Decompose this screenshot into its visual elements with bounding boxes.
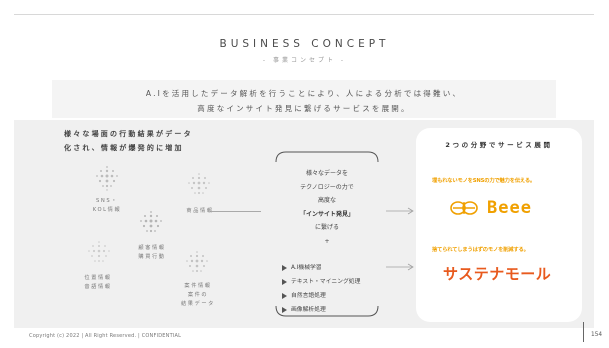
left-heading-line-1: 様々な場面の行動結果がデータ: [64, 130, 193, 138]
dot-cluster-customer-icon: [136, 208, 166, 238]
services-card: [416, 128, 582, 322]
center-list-item: A.I機械学習: [282, 261, 382, 275]
dot-cluster-sns-icon: [92, 163, 122, 193]
beee-caption: 埋もれないモノをSNSの力で魅力を伝える。: [432, 178, 536, 184]
left-heading-line-2: 化され、情報が爆発的に増加: [64, 144, 184, 152]
lead-text: A.Iを活用したデータ解析を行うことにより、人による分析では得難い、 高度なイン…: [52, 86, 556, 116]
center-list-item-label: A.I機械学習: [291, 265, 322, 271]
services-heading: 2つの分野でサービス展開: [445, 141, 553, 149]
label-sns: SNS・ KOL情報: [79, 197, 135, 215]
lead-line-2: 高度なインサイト発見に繋げるサービスを展開。: [197, 104, 411, 113]
beee-logo-text: Beee: [487, 198, 532, 218]
lead-line-1: A.Iを活用したデータ解析を行うことにより、人による分析では得難い、: [145, 89, 463, 98]
product-arrow: [211, 211, 261, 212]
center-list-item: 画像解析処理: [282, 303, 382, 317]
center-process-box: 様々なデータを テクノロジーの力で 高度な 「インサイト発見」 に繋げる + A…: [274, 149, 380, 319]
dot-cluster-location-icon: [84, 238, 114, 268]
label-location: 位置情報 音語情報: [73, 274, 123, 292]
label-product: 商品情報: [178, 207, 222, 216]
label-customer-line-1: 顧客情報: [138, 245, 166, 251]
center-line-4: 「インサイト発見」: [299, 210, 354, 218]
arrow-right-icon: [386, 263, 414, 271]
center-line-5: に繋げる: [314, 224, 339, 231]
center-list: A.I機械学習 テキスト・マイニング処理 自然言語処理 画像解析処理: [282, 261, 382, 317]
page-number: 154: [591, 332, 603, 338]
sustena-caption: 捨てられてしまうはずのモノを削減する。: [432, 247, 529, 253]
center-list-item-label: 画像解析処理: [291, 307, 326, 313]
bottom-brace-icon: [275, 305, 379, 317]
label-location-line-1: 位置情報: [84, 275, 112, 281]
center-list-item: テキスト・マイニング処理: [282, 275, 382, 289]
dot-cluster-project-icon: [182, 248, 212, 278]
page-number-bar: [583, 322, 584, 342]
center-text: 様々なデータを テクノロジーの力で 高度な 「インサイト発見」 に繋げる +: [274, 167, 380, 248]
label-location-line-2: 音語情報: [84, 284, 112, 290]
center-line-2: テクノロジーの力で: [300, 183, 354, 191]
label-customer-line-2: 購買行動: [138, 254, 166, 260]
top-brace-icon: [275, 151, 379, 163]
slide-subtitle: - 事業コンセプト -: [262, 57, 347, 64]
triangle-bullet-icon: [282, 264, 287, 271]
label-project: 案件情報 案件の 結果データ: [172, 282, 224, 309]
left-heading: 様々な場面の行動結果がデータ 化され、情報が爆発的に増加: [64, 127, 264, 155]
arrow-right-icon: [386, 207, 414, 215]
center-line-1: 様々なデータを: [305, 170, 348, 177]
center-list-item-label: 自然言語処理: [291, 293, 326, 299]
triangle-bullet-icon: [282, 306, 287, 313]
label-project-line-3: 結果データ: [181, 301, 215, 307]
triangle-bullet-icon: [282, 292, 287, 299]
footer-copyright: Copyright (c) 2022 | All Right Reserved.…: [29, 333, 182, 339]
triangle-bullet-icon: [282, 278, 287, 285]
center-list-item-label: テキスト・マイニング処理: [291, 279, 361, 285]
center-list-item: 自然言語処理: [282, 289, 382, 303]
label-product-line-1: 商品情報: [186, 208, 214, 214]
bee-logo-icon: [450, 201, 478, 215]
dot-cluster-product-icon: [184, 170, 214, 200]
label-project-line-2: 案件の: [187, 292, 209, 298]
label-project-line-1: 案件情報: [184, 283, 212, 289]
label-sns-line-2: KOL情報: [92, 207, 122, 213]
label-sns-line-1: SNS・: [95, 198, 119, 204]
center-line-6: +: [324, 237, 330, 245]
label-customer: 顧客情報 購買行動: [124, 244, 180, 262]
top-rule: [14, 14, 594, 15]
lead-band: [52, 80, 556, 118]
slide-title: BUSINESS CONCEPT: [219, 38, 390, 50]
sustena-logo-text: サステナモール: [443, 265, 552, 283]
center-line-3: 高度な: [317, 197, 336, 204]
